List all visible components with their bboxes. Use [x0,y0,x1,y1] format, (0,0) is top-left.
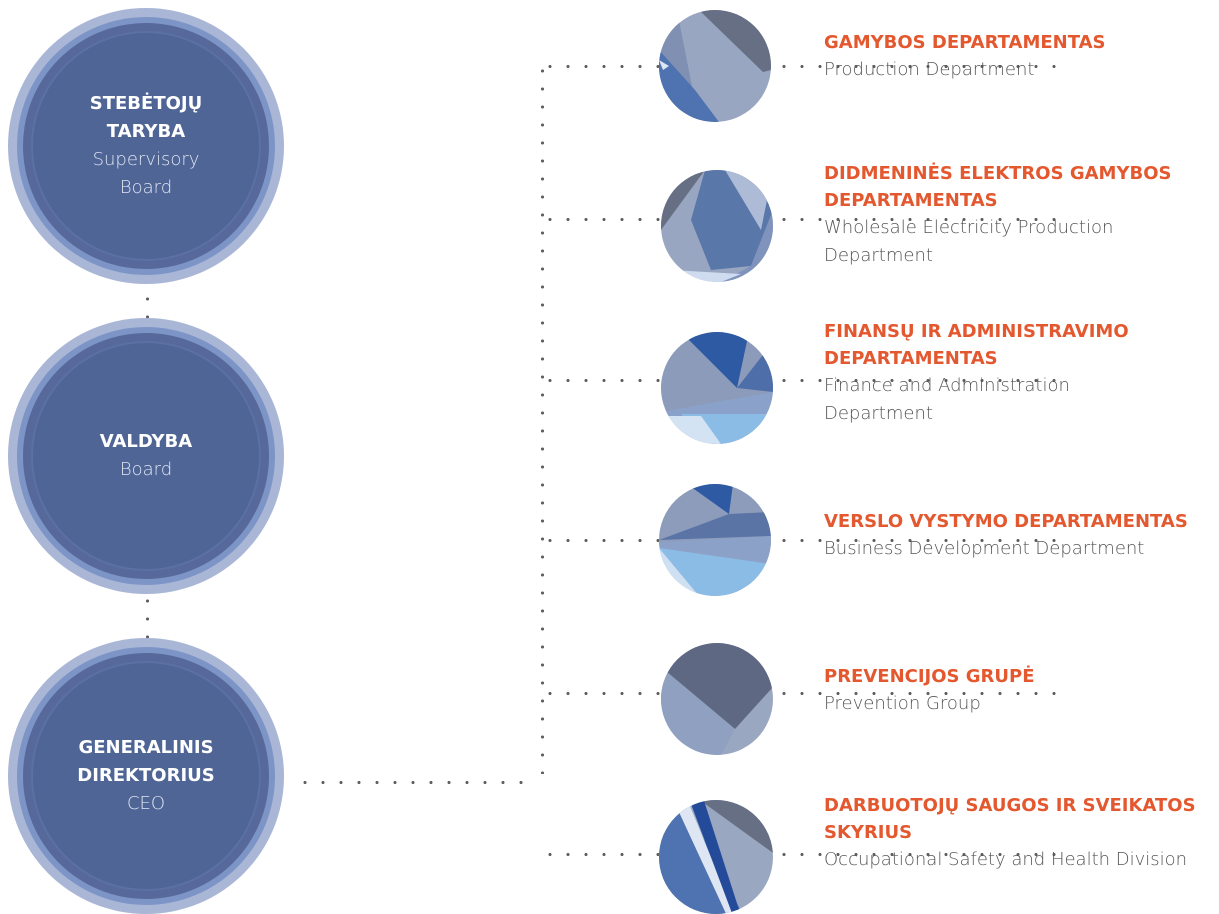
department-3-circle [661,332,773,444]
department-4-title: VERSLO VYSTYMO DEPARTAMENTAS [824,511,1188,532]
department-6-label: DARBUOTOJŲ SAUGOS IR SVEIKATOS SKYRIUS O… [824,792,1196,874]
department-6-title: DARBUOTOJŲ SAUGOS IR SVEIKATOS SKYRIUS [824,795,1196,843]
ceo-title: GENERALINIS DIREKTORIUS [77,737,215,786]
department-6-circle [659,800,773,914]
department-2-subtitle: Wholesale Electricity Production Departm… [824,217,1114,266]
ceo-subtitle: CEO [126,793,166,814]
department-3-title: FINANSŲ IR ADMINISTRAVIMO DEPARTAMENTAS [824,321,1129,369]
department-1-subtitle: Production Department [824,59,1035,80]
department-4-circle [659,484,771,596]
connector-supervisory-board [146,290,149,330]
department-5-label: PREVENCIJOS GRUPĖ Prevention Group [824,663,1035,718]
department-1-circle [659,10,771,122]
department-5-circle [661,643,773,755]
department-6-subtitle: Occupational Safety and Health Division [824,849,1188,870]
department-3-subtitle: Finance and Administration Department [824,375,1070,424]
connector-branch-3 [541,379,1061,382]
board-node: VALDYBA Board [8,318,284,594]
department-4-label: VERSLO VYSTYMO DEPARTAMENTAS Business De… [824,508,1188,563]
supervisory-board-node: STEBĖTOJŲ TARYBA Supervisory Board [8,8,284,284]
department-5-title: PREVENCIJOS GRUPĖ [824,666,1035,687]
department-2-circle [661,170,773,282]
supervisory-board-subtitle: Supervisory Board [92,149,200,198]
department-1-title: GAMYBOS DEPARTAMENTAS [824,32,1106,53]
department-2-title: DIDMENINĖS ELEKTROS GAMYBOS DEPARTAMENTA… [824,163,1172,211]
connector-branch-4 [541,539,1061,542]
department-3-label: FINANSŲ IR ADMINISTRAVIMO DEPARTAMENTAS … [824,318,1129,428]
connector-board-ceo [146,592,149,652]
department-5-subtitle: Prevention Group [824,693,981,714]
connector-branch-1 [541,65,1061,68]
board-subtitle: Board [119,459,173,480]
board-title: VALDYBA [99,431,193,452]
connector-trunk [541,62,544,774]
connector-branch-5 [541,692,1061,695]
ceo-node: GENERALINIS DIREKTORIUS CEO [8,638,284,914]
department-1-label: GAMYBOS DEPARTAMENTAS Production Departm… [824,29,1106,84]
supervisory-board-title: STEBĖTOJŲ TARYBA [89,93,203,142]
department-4-subtitle: Business Development Department [824,538,1145,559]
connector-ceo-trunk [296,781,536,784]
connector-branch-6 [541,853,1061,856]
department-2-label: DIDMENINĖS ELEKTROS GAMYBOS DEPARTAMENTA… [824,160,1171,270]
connector-branch-2 [541,218,1061,221]
